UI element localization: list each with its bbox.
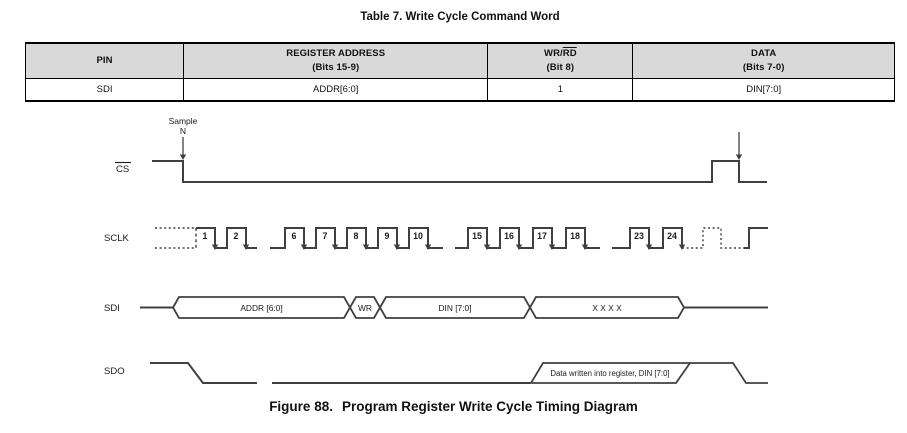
- sclk-pulse-number: 9: [385, 231, 390, 241]
- figure-caption: Figure 88. Program Register Write Cycle T…: [0, 399, 907, 414]
- cs-waveform: [152, 160, 767, 183]
- sclk-falling-edge-arrow-head: [645, 244, 653, 250]
- write-cycle-command-table: PIN REGISTER ADDRESS (Bits 15-9) WR/RD (…: [24, 42, 895, 102]
- sclk-pulse-number: 17: [537, 231, 547, 241]
- sclk-falling-edge-arrow-head: [581, 244, 589, 250]
- sclk-dotted-pulse: [682, 227, 744, 249]
- sclk-falling-edge-arrow-head: [393, 244, 401, 250]
- sclk-pulse-number: 1: [203, 231, 208, 241]
- col-header-wr-rd-bits: (Bit 8): [546, 61, 575, 73]
- col-header-data-bits: (Bits 7-0): [742, 61, 785, 73]
- cell-wr-rd: 1: [487, 77, 634, 102]
- sdo-signal-label: SDO: [104, 366, 125, 377]
- sdo-bus-waveform: [530, 362, 768, 384]
- sclk-falling-edge-arrow-head: [211, 244, 219, 250]
- col-header-data: DATA (Bits 7-0): [632, 42, 895, 79]
- col-header-register-address-label: REGISTER ADDRESS: [286, 48, 386, 60]
- sclk-falling-edge-arrow-head: [678, 244, 686, 250]
- sdi-bus-label-3: X X X X: [592, 303, 622, 313]
- col-header-wr-rd-label: WR/RD: [488, 47, 632, 60]
- table-title: Table 7. Write Cycle Command Word: [360, 11, 560, 23]
- sclk-final-rise: [744, 227, 768, 249]
- sclk-pulse-number: 10: [413, 231, 423, 241]
- sdo-lead-waveform: [150, 362, 257, 384]
- wr-text: WR/: [544, 48, 563, 60]
- sclk-falling-edge-arrow-head: [331, 244, 339, 250]
- figure-caption-number: Figure 88.: [269, 399, 333, 414]
- col-header-pin-label: PIN: [96, 55, 113, 67]
- sdi-bus-label-0: ADDR [6:0]: [240, 303, 282, 313]
- cs-end-arrow-head: [735, 154, 743, 160]
- sclk-pulse-number: 18: [570, 231, 580, 241]
- table-row: SDI ADDR[6:0] 1 DIN[7:0]: [24, 77, 895, 102]
- sdi-bus-label-1: WR: [358, 303, 372, 313]
- sclk-falling-edge-arrow-head: [300, 244, 308, 250]
- figure-caption-text: Program Register Write Cycle Timing Diag…: [341, 399, 638, 414]
- sclk-pulse-number: 16: [504, 231, 514, 241]
- col-header-pin: PIN: [24, 42, 185, 79]
- sclk-falling-edge-arrow-head: [424, 244, 432, 250]
- sclk-pulse-number: 15: [472, 231, 482, 241]
- sclk-pulse-number: 8: [354, 231, 359, 241]
- cell-pin: SDI: [24, 77, 185, 102]
- sclk-waveform-group-2: [455, 227, 600, 249]
- sdi-signal-label: SDI: [104, 303, 120, 314]
- sample-annotation-line1: Sample: [169, 116, 198, 126]
- table-header-row: PIN REGISTER ADDRESS (Bits 15-9) WR/RD (…: [24, 42, 895, 79]
- col-header-wr-rd: WR/RD (Bit 8): [487, 42, 634, 79]
- sclk-falling-edge-arrow-head: [362, 244, 370, 250]
- col-header-register-address-bits: (Bits 15-9): [312, 61, 360, 73]
- cs-sample-arrow-head: [179, 154, 187, 160]
- sclk-pulse-number: 23: [634, 231, 644, 241]
- cell-register-address: ADDR[6:0]: [183, 77, 489, 102]
- col-header-register-address: REGISTER ADDRESS (Bits 15-9): [183, 42, 489, 79]
- sclk-pulse-number: 2: [234, 231, 239, 241]
- sclk-falling-edge-arrow-head: [483, 244, 491, 250]
- sclk-pulse-number: 24: [667, 231, 677, 241]
- cell-data: DIN[7:0]: [632, 77, 895, 102]
- cs-signal-label: CS: [116, 164, 129, 175]
- sclk-pulse-number: 6: [292, 231, 297, 241]
- sample-annotation-line2: N: [180, 126, 186, 136]
- col-header-data-label: DATA: [751, 48, 777, 60]
- sdi-bus-label-2: DIN [7:0]: [438, 303, 471, 313]
- sclk-falling-edge-arrow-head: [242, 244, 250, 250]
- sclk-falling-edge-arrow-head: [548, 244, 556, 250]
- sclk-falling-edge-arrow-head: [515, 244, 523, 250]
- sdo-bus-label: Data written into register, DIN [7:0]: [550, 369, 669, 378]
- rd-overline-text: RD: [562, 48, 577, 60]
- sclk-signal-label: SCLK: [104, 233, 129, 244]
- sclk-pulse-number: 7: [323, 231, 328, 241]
